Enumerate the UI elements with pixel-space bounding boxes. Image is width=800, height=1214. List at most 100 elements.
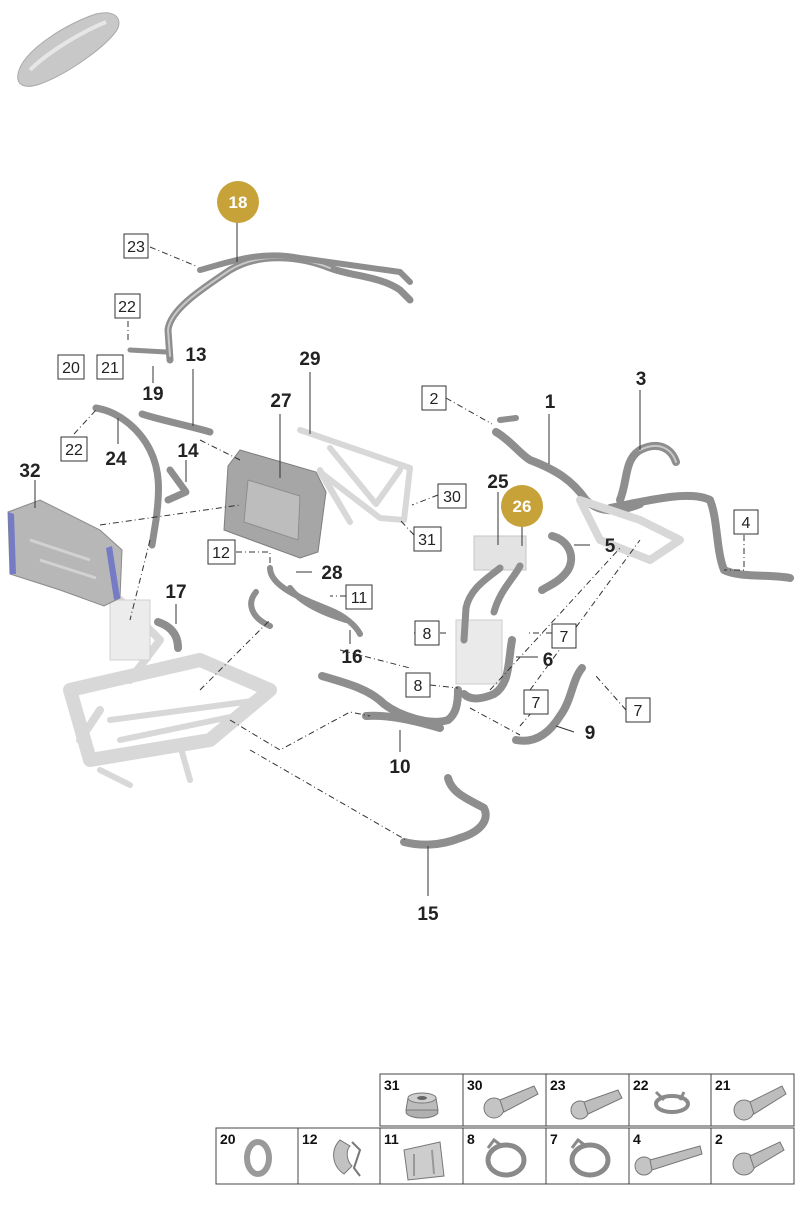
parts-table: 31 30 23 22 — [215, 1073, 795, 1185]
box-label-20[interactable]: 20 — [57, 354, 85, 380]
callout-27[interactable]: 27 — [270, 391, 291, 412]
box-label-22-lower[interactable]: 22 — [60, 436, 88, 462]
hose-25-illustration — [460, 562, 524, 644]
svg-text:31: 31 — [384, 1077, 400, 1093]
svg-text:4: 4 — [742, 515, 751, 532]
bolt-2-icon — [732, 1141, 785, 1176]
callout-14[interactable]: 14 — [177, 441, 199, 462]
svg-text:12: 12 — [212, 545, 230, 562]
callout-6[interactable]: 6 — [543, 650, 554, 671]
callout-15[interactable]: 15 — [417, 904, 439, 925]
heat-exchanger-illustration — [576, 496, 684, 564]
box-label-11[interactable]: 11 — [345, 584, 373, 610]
svg-text:11: 11 — [384, 1131, 399, 1147]
coolant-tank-32-illustration — [7, 499, 123, 607]
svg-text:18: 18 — [229, 193, 248, 212]
hose-9-illustration — [512, 664, 586, 745]
hose-18-illustration — [127, 252, 414, 364]
parts-cell-22[interactable]: 22 — [633, 1077, 690, 1114]
parts-cell-21[interactable]: 21 — [715, 1077, 787, 1121]
callout-9[interactable]: 9 — [585, 723, 596, 744]
callout-25[interactable]: 25 — [487, 472, 509, 493]
hose-6-illustration — [460, 636, 516, 703]
box-label-12[interactable]: 12 — [207, 539, 236, 565]
callout-17[interactable]: 17 — [165, 582, 186, 603]
box-label-22[interactable]: 22 — [114, 293, 141, 319]
hose-15-illustration — [400, 774, 490, 849]
svg-text:2: 2 — [715, 1131, 723, 1147]
callout-19[interactable]: 19 — [142, 384, 163, 405]
parts-cell-30[interactable]: 30 — [467, 1077, 539, 1119]
svg-text:30: 30 — [443, 489, 461, 506]
box-label-21[interactable]: 21 — [96, 354, 124, 380]
leader-lines — [34, 222, 641, 896]
hose-5-illustration — [538, 532, 576, 594]
callout-13[interactable]: 13 — [185, 345, 206, 366]
callout-3[interactable]: 3 — [636, 369, 647, 390]
parts-cell-31[interactable]: 31 — [384, 1077, 439, 1119]
parts-cell-11[interactable]: 11 — [384, 1131, 445, 1181]
hose-clamp-8-icon — [485, 1137, 527, 1178]
bolt-30-icon — [483, 1085, 539, 1119]
svg-text:23: 23 — [550, 1077, 566, 1093]
parts-cell-20[interactable]: 20 — [220, 1131, 272, 1177]
svg-text:20: 20 — [62, 360, 80, 377]
callout-24[interactable]: 24 — [105, 449, 127, 470]
callout-28[interactable]: 28 — [321, 563, 342, 584]
svg-text:20: 20 — [220, 1131, 236, 1147]
parts-cell-2[interactable]: 2 — [715, 1131, 785, 1176]
hose-clamp-7-icon — [569, 1137, 611, 1178]
vehicle-silhouette-icon — [17, 12, 120, 87]
box-label-8[interactable]: 8 — [414, 620, 440, 646]
svg-text:12: 12 — [302, 1131, 318, 1147]
hose-16-illustration — [248, 565, 363, 637]
svg-text:22: 22 — [65, 442, 83, 459]
svg-text:21: 21 — [101, 360, 119, 377]
bracket-clip-11-icon — [403, 1141, 445, 1181]
box-label-7[interactable]: 7 — [551, 623, 577, 649]
dashed-leader-lines — [73, 246, 745, 841]
box-label-23[interactable]: 23 — [123, 233, 149, 259]
parts-cell-23[interactable]: 23 — [550, 1077, 623, 1120]
bolt-21-icon — [733, 1085, 787, 1121]
callout-labels: 1 3 5 6 9 10 13 14 15 16 17 19 24 25 27 … — [19, 345, 646, 925]
box-label-30[interactable]: 30 — [437, 483, 467, 509]
svg-text:30: 30 — [467, 1077, 483, 1093]
svg-text:31: 31 — [418, 532, 436, 549]
parts-cell-4[interactable]: 4 — [633, 1131, 703, 1176]
parts-cell-8[interactable]: 8 — [467, 1131, 527, 1178]
svg-text:21: 21 — [715, 1077, 731, 1093]
svg-text:22: 22 — [118, 299, 136, 316]
svg-text:11: 11 — [351, 590, 368, 607]
bolt-23-icon — [570, 1089, 623, 1120]
svg-text:8: 8 — [467, 1131, 475, 1147]
medallion-18[interactable]: 18 — [217, 181, 259, 223]
callout-16[interactable]: 16 — [341, 647, 362, 668]
box-label-4[interactable]: 4 — [733, 509, 759, 535]
box-label-7-right[interactable]: 7 — [625, 697, 651, 723]
svg-text:2: 2 — [430, 391, 439, 408]
svg-text:4: 4 — [633, 1131, 641, 1147]
medallion-26[interactable]: 26 — [501, 485, 543, 527]
parts-cell-7[interactable]: 7 — [550, 1131, 611, 1178]
bracket-29-illustration — [297, 427, 413, 525]
parts-cell-12[interactable]: 12 — [302, 1131, 362, 1177]
callout-5[interactable]: 5 — [605, 536, 616, 557]
hose-24-illustration — [92, 404, 162, 549]
clip-12-icon — [333, 1139, 362, 1177]
box-label-8-lower[interactable]: 8 — [405, 672, 431, 698]
callout-1[interactable]: 1 — [545, 392, 556, 413]
callout-32[interactable]: 32 — [19, 461, 40, 482]
box-label-31[interactable]: 31 — [413, 526, 442, 552]
box-label-7-lower[interactable]: 7 — [523, 689, 549, 715]
svg-text:8: 8 — [423, 626, 432, 643]
o-ring-icon — [244, 1139, 272, 1177]
callout-10[interactable]: 10 — [389, 757, 410, 778]
svg-text:8: 8 — [414, 678, 423, 695]
hose-17-illustration — [154, 618, 182, 652]
box-label-2[interactable]: 2 — [421, 385, 447, 411]
callout-29[interactable]: 29 — [299, 349, 320, 370]
long-bolt-4-icon — [634, 1145, 703, 1176]
hose-clip-22-icon — [654, 1090, 690, 1114]
